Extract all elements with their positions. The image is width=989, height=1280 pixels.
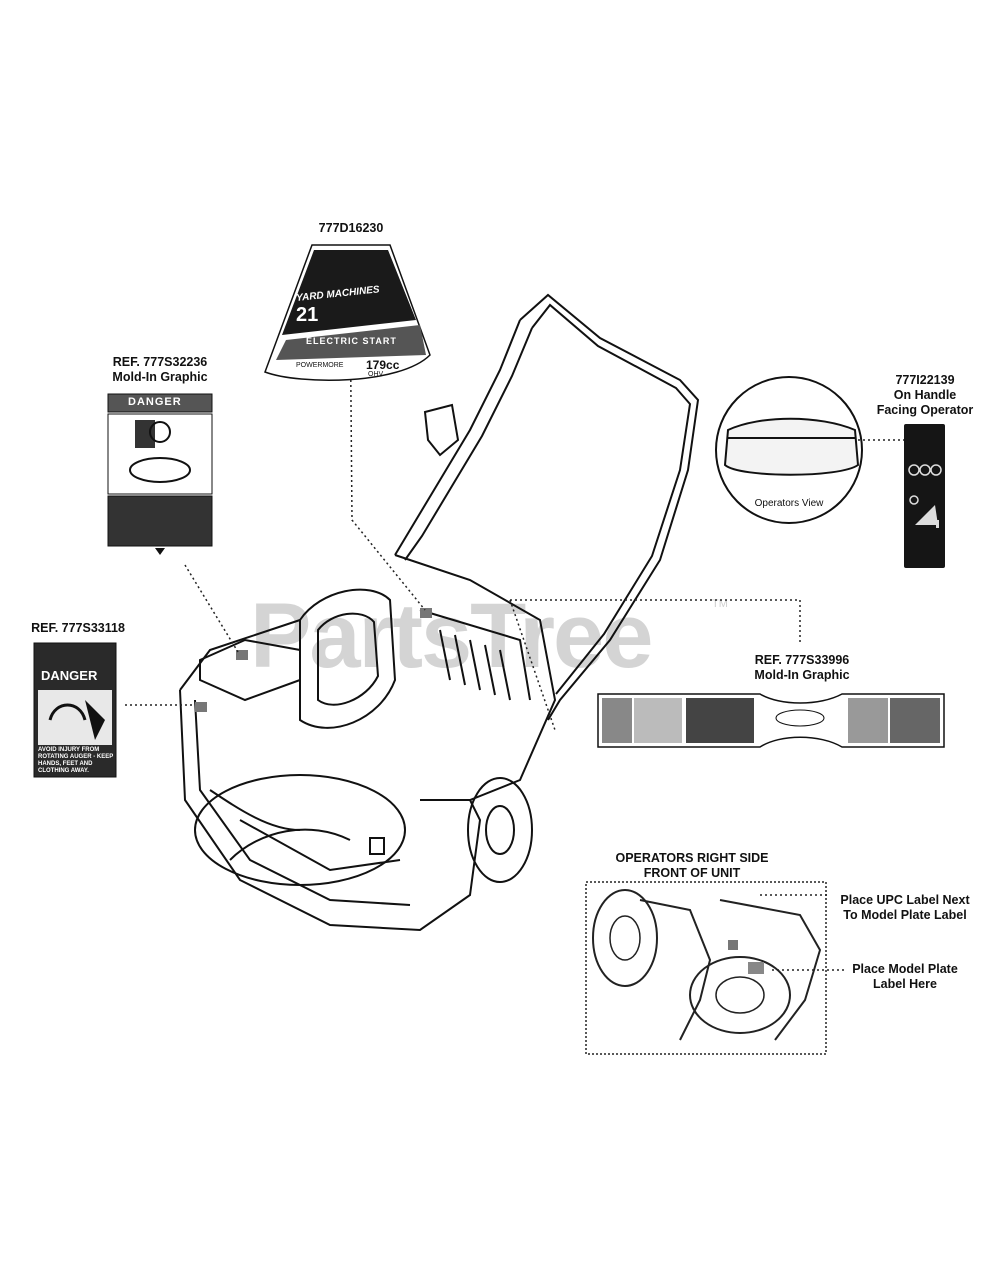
danger-graphic-777s32236 <box>107 393 213 555</box>
label-place-upc: Place UPC Label Next To Model Plate Labe… <box>830 893 980 923</box>
label-ref-777s32236-line1: REF. 777S32236 <box>112 355 208 369</box>
auger-housing <box>179 619 482 932</box>
handle-frame <box>519 293 700 721</box>
label-777i22139-line3: Facing Operator <box>876 403 974 417</box>
decal-displacement: 179cc <box>366 358 400 372</box>
label-place-upc-line2: To Model Plate Label <box>843 908 967 922</box>
label-ref-777s32236: REF. 777S32236 Mold-In Graphic <box>100 355 220 385</box>
label-ref-777s33996-line2: Mold-In Graphic <box>754 668 850 682</box>
chute-control <box>423 403 460 457</box>
decal-ohv: OHV <box>368 371 384 378</box>
dashboard-graphic-777s33996 <box>597 693 945 748</box>
label-right-side-line2: FRONT OF UNIT <box>643 866 741 880</box>
label-place-model-plate: Place Model Plate Label Here <box>840 962 970 992</box>
engine-housing <box>394 554 557 801</box>
decal-big-number: 21 <box>296 304 319 326</box>
danger-sign-title: DANGER <box>41 668 98 683</box>
discharge-chute <box>299 588 397 729</box>
label-777d16230: 777D16230 <box>318 221 384 235</box>
label-place-model-plate-line2: Label Here <box>873 977 937 991</box>
watermark-trademark: TM <box>712 598 728 610</box>
operators-view-circle <box>715 376 863 524</box>
wheel <box>467 777 533 883</box>
decal-powermore: POWERMORE <box>296 362 344 369</box>
danger-sign-warning: AVOID INJURY FROM ROTATING AUGER - KEEP … <box>38 747 114 774</box>
label-place-model-plate-line1: Place Model Plate <box>852 962 958 976</box>
label-777i22139: 777I22139 On Handle Facing Operator <box>860 373 989 418</box>
auger <box>194 774 406 886</box>
decal-777d16230 <box>264 244 431 381</box>
decal-electric-start: ELECTRIC START <box>306 336 397 346</box>
label-ref-777s32236-line2: Mold-In Graphic <box>112 370 208 384</box>
label-operators-right-side: OPERATORS RIGHT SIDE FRONT OF UNIT <box>612 851 772 881</box>
danger-header-text: DANGER <box>128 396 182 408</box>
label-place-upc-line1: Place UPC Label Next <box>840 893 970 907</box>
label-right-side-line1: OPERATORS RIGHT SIDE <box>615 851 769 865</box>
label-ref-777s33996: REF. 777S33996 Mold-In Graphic <box>742 653 862 683</box>
label-777i22139-line1: 777I22139 <box>895 373 955 387</box>
label-ref-777s33996-line1: REF. 777S33996 <box>754 653 850 667</box>
label-777i22139-line2: On Handle <box>893 388 957 402</box>
label-ref-777s33118: REF. 777S33118 <box>31 621 125 635</box>
right-side-inset <box>585 881 827 1055</box>
handle-graphic-777i22139 <box>904 424 945 568</box>
label-operators-view: Operators View <box>754 498 824 509</box>
danger-sign-777s33118 <box>33 642 117 778</box>
